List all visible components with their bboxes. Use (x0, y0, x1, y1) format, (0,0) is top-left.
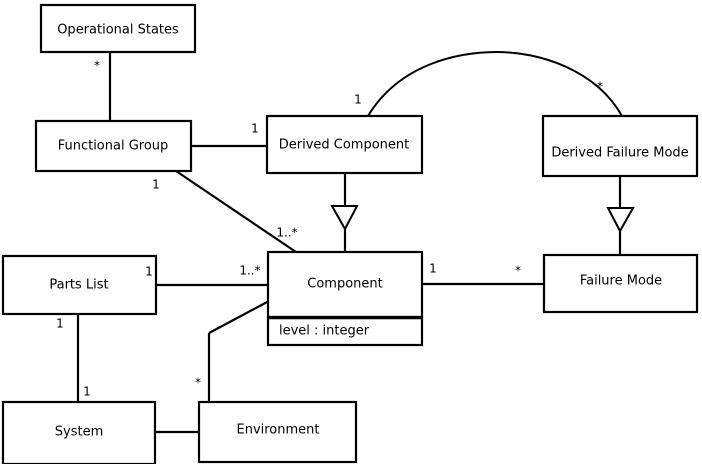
multiplicity-derived-failure-mode-arc-target: * (597, 80, 603, 94)
class-box-failure-mode[interactable]: Failure Mode (542, 253, 699, 314)
multiplicity-environment-component-source: * (195, 376, 201, 390)
class-name-component: Component (307, 277, 382, 292)
multiplicity-functional-group-derived-component: 1 (251, 122, 259, 136)
class-rect-environment (197, 400, 358, 464)
multiplicity-parts-list-system-target: 1 (83, 385, 91, 399)
multiplicity-functional-group-diagonal-source: 1 (152, 178, 160, 192)
class-box-component[interactable]: Component level : integer (266, 250, 424, 347)
class-name-system: System (55, 425, 103, 440)
multiplicity-parts-list-component-source: 1 (145, 265, 153, 279)
class-box-system[interactable]: System (1, 400, 157, 464)
class-rect-derived-failure-mode (541, 114, 699, 178)
class-rect-component (266, 250, 424, 319)
assoc-curve-derived-component-derived-failure-mode (367, 50, 623, 117)
class-attribute-component-level: level : integer (279, 324, 370, 339)
multiplicity-component-failure-mode-source: 1 (429, 262, 437, 276)
class-name-derived-component: Derived Component (279, 138, 410, 153)
class-name-parts-list: Parts List (49, 278, 108, 293)
multiplicity-derived-component-arc-source: 1 (354, 93, 362, 107)
class-name-derived-failure-mode: Derived Failure Mode (551, 146, 688, 161)
assoc-line-functional-group-component (175, 170, 297, 253)
generalization-triangle-component (330, 205, 359, 232)
class-rect-operational-states (39, 3, 197, 54)
class-box-parts-list[interactable]: Parts List (1, 254, 158, 316)
class-rect-derived-component (265, 114, 424, 175)
multiplicity-parts-list-component-target: 1..* (239, 264, 260, 278)
class-name-functional-group: Functional Group (58, 139, 169, 154)
multiplicity-component-failure-mode-target: * (515, 264, 521, 278)
class-box-environment[interactable]: Environment (197, 400, 358, 464)
multiplicity-parts-list-system-source: 1 (56, 317, 64, 331)
class-box-operational-states[interactable]: Operational States (39, 3, 197, 54)
class-rect-functional-group (34, 119, 193, 173)
multiplicity-functional-group-component-target: 1..* (276, 226, 297, 240)
class-rect-failure-mode (542, 253, 699, 314)
class-name-failure-mode: Failure Mode (580, 274, 662, 289)
class-rect-parts-list (1, 254, 158, 316)
generalization-triangle-failure-mode (606, 207, 635, 234)
class-box-derived-component[interactable]: Derived Component (265, 114, 424, 175)
class-box-derived-failure-mode[interactable]: Derived Failure Mode (541, 114, 699, 178)
class-rect-system (1, 400, 157, 464)
class-name-operational-states: Operational States (57, 23, 179, 38)
class-box-functional-group[interactable]: Functional Group (34, 119, 193, 173)
multiplicity-operational-states-functional-group: * (94, 59, 100, 73)
assoc-line-environment-component-diagonal (208, 300, 270, 334)
class-name-environment: Environment (236, 423, 319, 438)
